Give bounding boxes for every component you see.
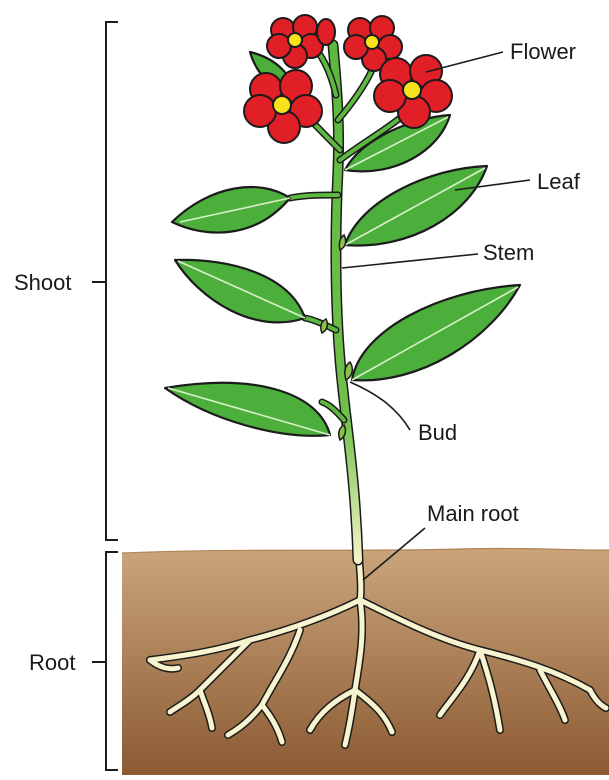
flowers — [244, 15, 452, 143]
root-bracket — [106, 552, 118, 770]
leaf-left-middle — [175, 260, 305, 323]
label-stem: Stem — [483, 240, 534, 265]
label-main-root: Main root — [427, 501, 519, 526]
label-flower: Flower — [510, 39, 576, 64]
label-shoot: Shoot — [14, 270, 72, 295]
bud-leader — [350, 382, 410, 430]
flower-4 — [244, 70, 322, 143]
leaf-left-lower — [165, 383, 330, 436]
flower-bud-top — [317, 19, 335, 45]
leaf-right-upper — [345, 166, 487, 245]
section-brackets — [92, 22, 118, 770]
label-leaf: Leaf — [537, 169, 581, 194]
leaf-right-middle — [352, 285, 520, 380]
stem-leader — [342, 254, 478, 268]
label-root: Root — [29, 650, 75, 675]
flower-1 — [267, 15, 323, 68]
label-bud: Bud — [418, 420, 457, 445]
shoot-bracket — [106, 22, 118, 540]
leaf-left-upper — [172, 187, 290, 233]
